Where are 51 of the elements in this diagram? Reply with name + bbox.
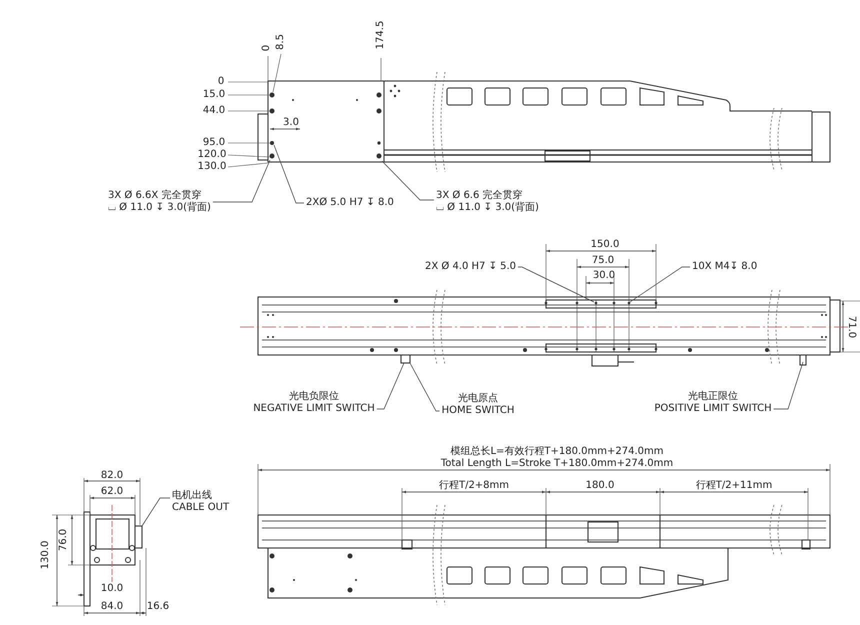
callout-label: 光电正限位 (688, 391, 738, 403)
callout-label: 3X Ø 6.6X 完全贯穿 (108, 190, 202, 202)
dimension-value: 130.0 (40, 540, 52, 570)
dimension-value: 130.0 (198, 161, 226, 173)
callout-label: 10X M4↧ 8.0 (692, 261, 758, 273)
dimension-value: 3.0 (283, 117, 299, 129)
dimension-value: 84.0 (100, 601, 124, 613)
leader-line (212, 160, 270, 202)
callout-label: 2XØ 5.0 H7 ↧ 8.0 (306, 197, 394, 209)
leader-line (410, 362, 440, 412)
leader-line (382, 160, 434, 200)
leader-line (630, 266, 690, 302)
dimension-value: 8.5 (275, 34, 287, 50)
callout-label: ⌴ Ø 11.0 ↧ 3.0(背面) (108, 202, 211, 214)
dimension-value: 16.6 (146, 601, 170, 613)
dimension-value: 行程T/2+11mm (696, 480, 772, 492)
callout-label: NEGATIVE LIMIT SWITCH (253, 403, 375, 415)
dimension-value: 0 (261, 44, 273, 52)
dimension-value: 95.0 (202, 137, 226, 149)
callout-label: 电机出线 (172, 490, 212, 502)
callout-label: POSITIVE LIMIT SWITCH (654, 403, 772, 415)
leader-line (518, 266, 594, 302)
dimension-value: 82.0 (100, 470, 124, 482)
dimension-value: 180.0 (586, 480, 614, 492)
dimension-value: 44.0 (202, 105, 226, 117)
dimension-value: 15.0 (202, 89, 226, 101)
leader-line (376, 362, 404, 410)
dimension-value: 75.0 (592, 255, 614, 267)
dimension-value: 30.0 (592, 270, 616, 282)
dimension-value: 120.0 (198, 149, 226, 161)
callout-label: 光电负限位 (289, 391, 339, 403)
leader-line (274, 144, 304, 204)
dimension-value: 10.0 (100, 583, 124, 595)
cable-outlet (134, 526, 142, 548)
dimension-value: 0 (218, 76, 224, 88)
leader-line (142, 498, 170, 526)
dimension-value: 76.0 (58, 528, 70, 552)
dimension-value: 150.0 (590, 239, 620, 251)
dimension-value: 71.0 (845, 316, 857, 338)
callout-label: HOME SWITCH (442, 405, 514, 417)
dimension-value: 62.0 (100, 486, 124, 498)
leader-line (773, 362, 804, 410)
dimension-note: Total Length L=Stroke T+180.0mm+274.0mm (440, 458, 674, 470)
callout-label: 光电原点 (458, 393, 498, 405)
dimension-note: 模组总长L=有效行程T+180.0mm+274.0mm (450, 446, 664, 458)
callout-label: ⌴ Ø 11.0 ↧ 3.0(背面) (436, 202, 539, 214)
callout-label: 2X Ø 4.0 H7 ↧ 5.0 (425, 261, 516, 273)
dimension-value: 行程T/2+8mm (438, 480, 510, 492)
callout-label: 3X Ø 6.6 完全贯穿 (436, 190, 523, 202)
callout-label: CABLE OUT (172, 502, 230, 514)
dimension-value: 174.5 (375, 20, 387, 50)
